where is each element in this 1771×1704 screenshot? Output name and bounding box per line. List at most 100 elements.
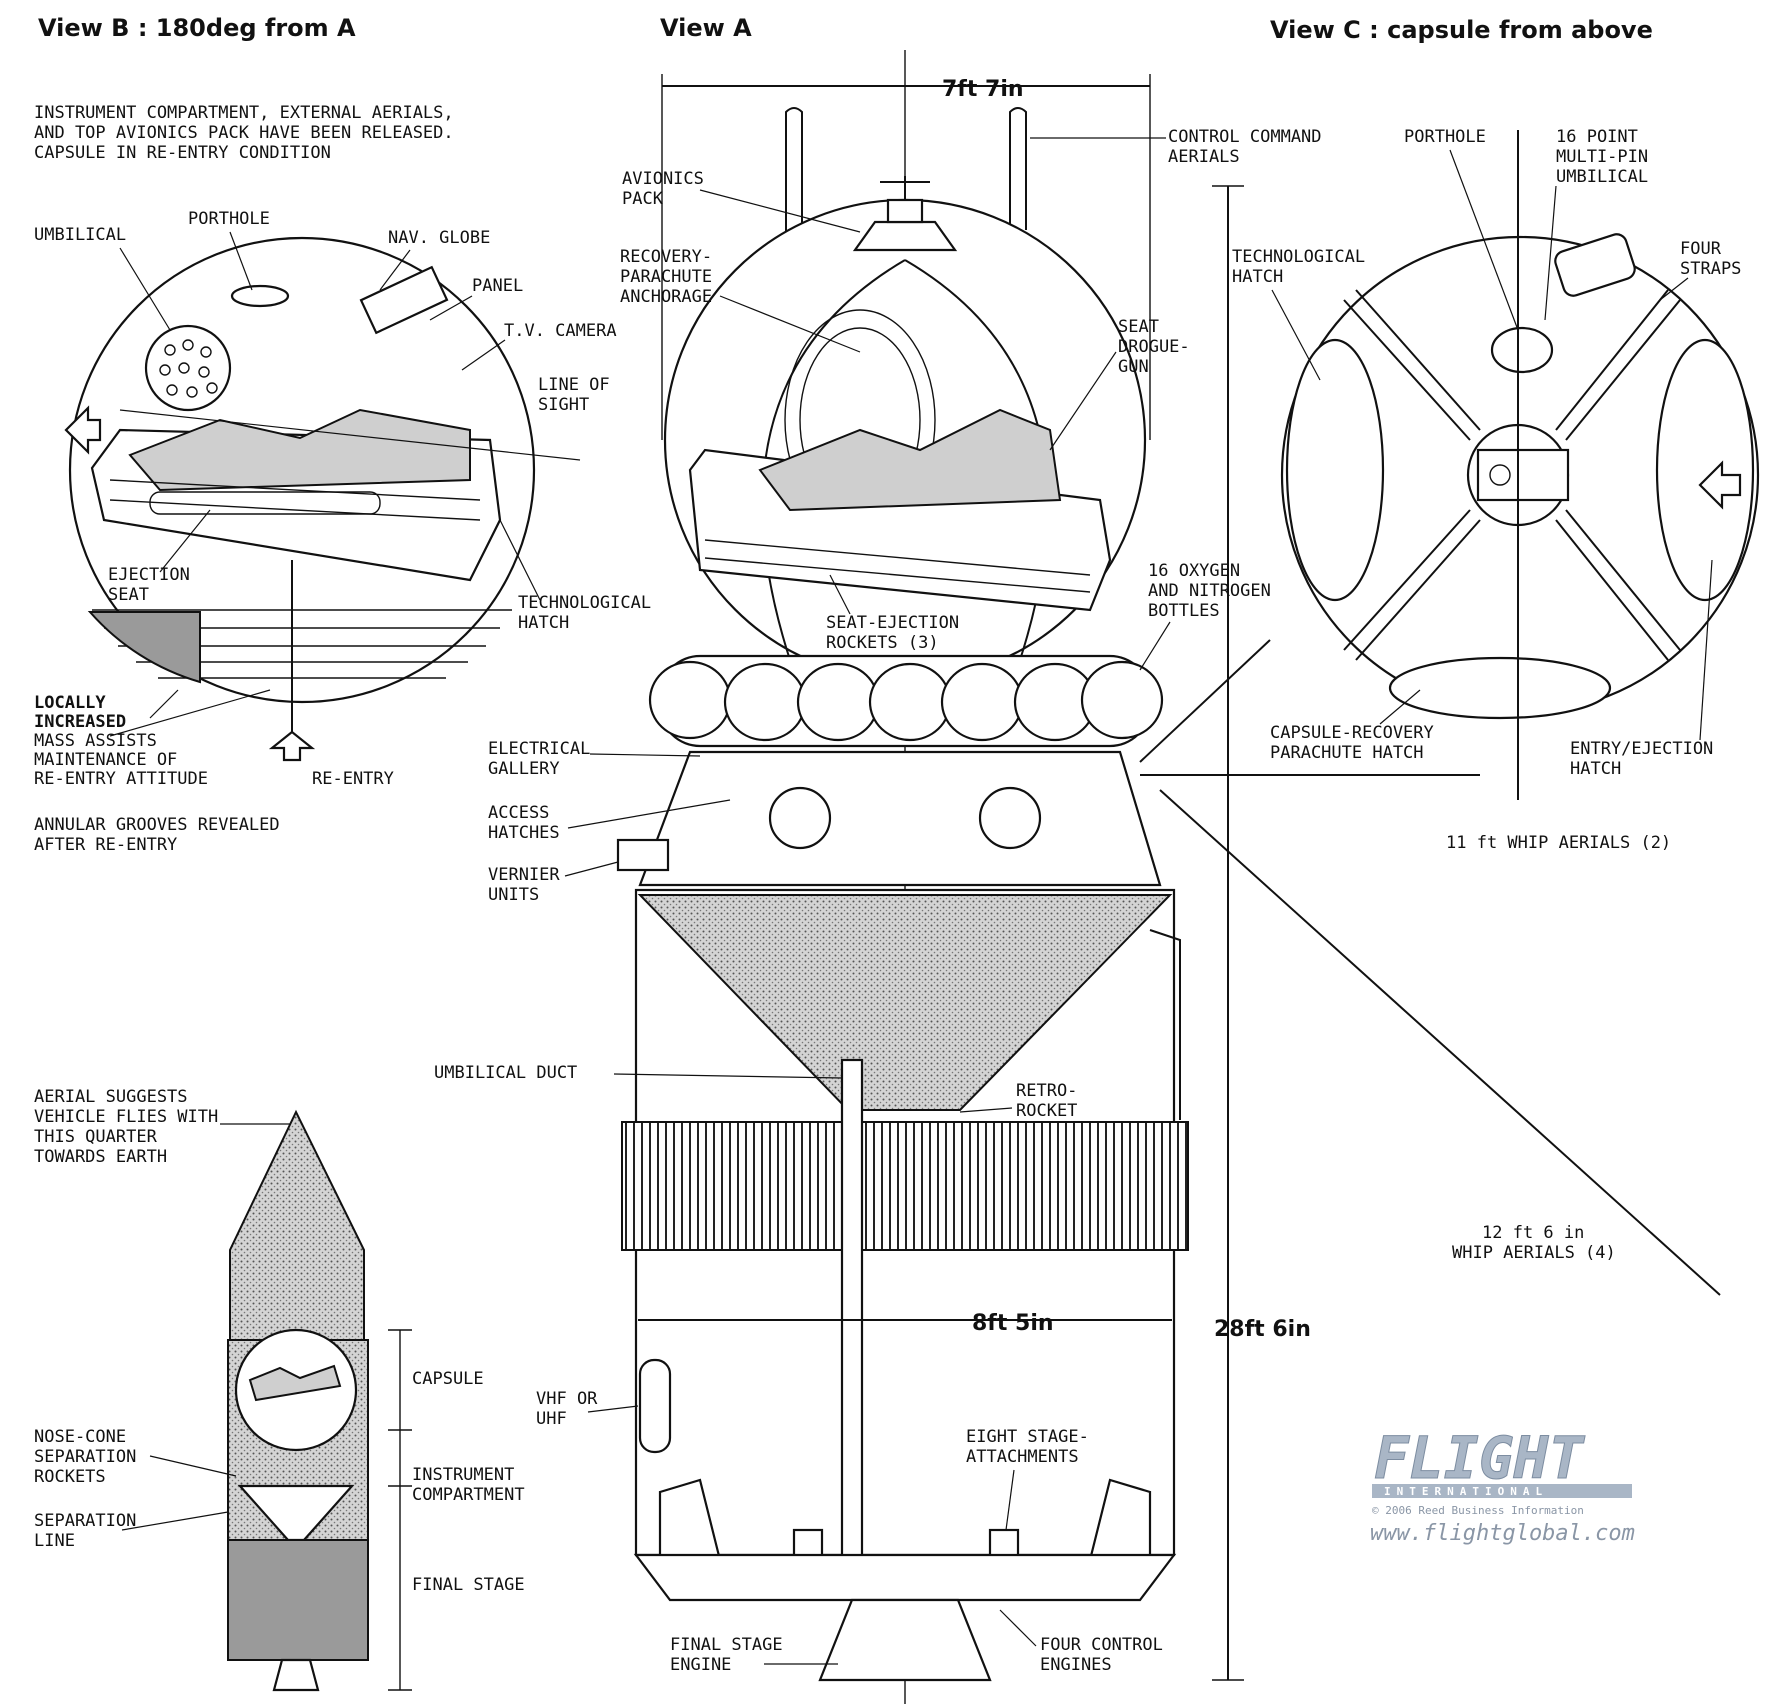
- mass-assists-label-3: RE-ENTRY ATTITUDE: [34, 769, 208, 789]
- view-c-tech-hatch-label-1: TECHNOLOGICAL: [1232, 247, 1365, 267]
- access-hatch-left: [768, 786, 832, 850]
- whip-aerial-upper: [1139, 639, 1271, 763]
- separation-line-label-2: LINE: [34, 1531, 75, 1551]
- view-a-vehicle: 7ft 7in: [434, 50, 1721, 1704]
- four-control-engines-label-1: FOUR CONTROL: [1040, 1635, 1163, 1655]
- retro-rocket-label-2: ROCKET: [1016, 1101, 1077, 1121]
- final-stage-label: FINAL STAGE: [412, 1575, 525, 1595]
- aerial-note-line-3: THIS QUARTER: [34, 1127, 158, 1147]
- nose-cone: [229, 1109, 365, 1343]
- aerial-note-line-2: VEHICLE FLIES WITH: [34, 1107, 218, 1127]
- line-of-sight-label-2: SIGHT: [538, 395, 589, 415]
- instrument-label-2: COMPARTMENT: [412, 1485, 525, 1505]
- view-c-recovery-hatch-label-2: PARACHUTE HATCH: [1270, 743, 1424, 763]
- control-aerials-label-2: AERIALS: [1168, 147, 1240, 167]
- view-b-porthole-label: PORTHOLE: [188, 209, 270, 229]
- view-c-title: View C : capsule from above: [1270, 16, 1653, 44]
- electrical-gallery-label-1: ELECTRICAL: [488, 739, 590, 759]
- view-c-entry-hatch-label-1: ENTRY/EJECTION: [1570, 739, 1713, 759]
- seat-drogue-gun-label-3: GUN: [1118, 357, 1149, 377]
- seat-drogue-gun-label-2: DROGUE-: [1118, 337, 1190, 357]
- retro-rocket-cone: [637, 894, 1173, 1111]
- view-b-note-line-2: AND TOP AVIONICS PACK HAVE BEEN RELEASED…: [34, 123, 454, 143]
- electrical-gallery-label-2: GALLERY: [488, 759, 560, 779]
- grille-band: [621, 1121, 1189, 1251]
- side-pipe: [1149, 929, 1181, 1120]
- whip-12-label-1: 12 ft 6 in: [1482, 1223, 1584, 1243]
- logo-sub: INTERNATIONAL: [1384, 1485, 1548, 1498]
- view-b-note-line-1: INSTRUMENT COMPARTMENT, EXTERNAL AERIALS…: [34, 103, 454, 123]
- mass-region: [87, 611, 201, 684]
- mass-assists-label-1: MASS ASSISTS: [34, 731, 157, 751]
- view-c-entry-hatch: [1655, 338, 1755, 602]
- ejection-seat-label-2: SEAT: [108, 585, 149, 605]
- vhf-uhf-label-2: UHF: [536, 1409, 567, 1429]
- ejection-seat-label-1: EJECTION: [108, 565, 190, 585]
- control-aerials-label-1: CONTROL COMMAND: [1168, 127, 1322, 147]
- view-c-porthole: [1490, 326, 1554, 374]
- nose-cone-label-3: ROCKETS: [34, 1467, 106, 1487]
- view-c-straps: [1343, 289, 1681, 661]
- launch-capsule-occupant: [248, 1364, 342, 1402]
- locally-increased-label-2: INCREASED: [34, 712, 126, 732]
- nav-globe-label: NAV. GLOBE: [388, 228, 490, 248]
- flight-international-logo: FLIGHT INTERNATIONAL © 2006 Reed Busines…: [1370, 1424, 1635, 1547]
- vhf-uhf-hatch: [638, 1358, 672, 1454]
- four-control-engines-label-2: ENGINES: [1040, 1655, 1112, 1675]
- view-c-umbilical-label-2: MULTI-PIN: [1556, 147, 1648, 167]
- dim-top-width: 7ft 7in: [942, 77, 1024, 102]
- view-a-title: View A: [660, 14, 752, 42]
- umbilical-duct-label: UMBILICAL DUCT: [434, 1063, 577, 1083]
- oxygen-nitrogen-bottles: [648, 660, 1164, 742]
- annular-grooves-label-2: AFTER RE-ENTRY: [34, 835, 177, 855]
- view-c-umbilical-label-3: UMBILICAL: [1556, 167, 1648, 187]
- avionics-pack-label-2: PACK: [622, 189, 664, 209]
- logo-brand: FLIGHT: [1374, 1424, 1586, 1492]
- retro-rocket-label-1: RETRO-: [1016, 1081, 1077, 1101]
- whip-aerial-long: [1159, 789, 1721, 1296]
- view-b-hatch-arrow: [64, 405, 102, 455]
- access-hatches-label-1: ACCESS: [488, 803, 549, 823]
- vhf-uhf-label-1: VHF OR: [536, 1389, 598, 1409]
- aerial-left: [785, 107, 803, 296]
- launch-capsule-label: CAPSULE: [412, 1369, 484, 1389]
- view-c-entry-hatch-label-2: HATCH: [1570, 759, 1621, 779]
- view-c-porthole-label: PORTHOLE: [1404, 127, 1486, 147]
- frame-arc-left: [761, 259, 906, 661]
- aerial-right: [1009, 107, 1027, 296]
- launch-nozzle: [272, 1658, 320, 1692]
- vernier-units-label-2: UNITS: [488, 885, 539, 905]
- instrument-label-1: INSTRUMENT: [412, 1465, 514, 1485]
- view-c-umbilical-label-1: 16 POINT: [1556, 127, 1638, 147]
- locally-increased-label-1: LOCALLY: [34, 693, 106, 713]
- recovery-anchorage-label-2: PARACHUTE: [620, 267, 712, 287]
- launch-configuration: AERIAL SUGGESTS VEHICLE FLIES WITH THIS …: [34, 1087, 525, 1692]
- tv-camera-label: T.V. CAMERA: [504, 321, 617, 341]
- view-b-umbilical-plate: [144, 324, 232, 412]
- annular-grooves-label-1: ANNULAR GROOVES REVEALED: [34, 815, 280, 835]
- logo-url: www.flightglobal.com: [1370, 1521, 1635, 1546]
- nose-cone-label-2: SEPARATION: [34, 1447, 136, 1467]
- view-c-recovery-hatch: [1388, 656, 1612, 720]
- oxygen-bottles-label-1: 16 OXYGEN: [1148, 561, 1240, 581]
- view-c-tech-hatch: [1285, 338, 1385, 602]
- final-stage-engine-nozzle: [818, 1598, 992, 1682]
- access-hatch-right: [978, 786, 1042, 850]
- panel-label: PANEL: [472, 276, 523, 296]
- vernier-units-label-1: VERNIER: [488, 865, 560, 885]
- view-c-capsule: TECHNOLOGICAL HATCH PORTHOLE 16 POINT MU…: [1232, 127, 1760, 1263]
- oxygen-bottles-label-2: AND NITROGEN: [1148, 581, 1271, 601]
- oxygen-bottles-label-3: BOTTLES: [1148, 601, 1220, 621]
- recovery-anchorage-label-3: ANCHORAGE: [620, 287, 712, 307]
- umbilical-label: UMBILICAL: [34, 225, 126, 245]
- view-b-tech-hatch-label-1: TECHNOLOGICAL: [518, 593, 651, 613]
- four-straps-label-2: STRAPS: [1680, 259, 1741, 279]
- view-a-ejection-seat: [688, 408, 1112, 612]
- launch-final-stage: [227, 1539, 369, 1661]
- view-b-porthole: [230, 284, 290, 308]
- aerial-note-line-4: TOWARDS EARTH: [34, 1147, 167, 1167]
- vernier-unit-box: [616, 838, 670, 872]
- final-stage-engine-label-1: FINAL STAGE: [670, 1635, 783, 1655]
- view-c-hatch-arrow: [1698, 460, 1742, 510]
